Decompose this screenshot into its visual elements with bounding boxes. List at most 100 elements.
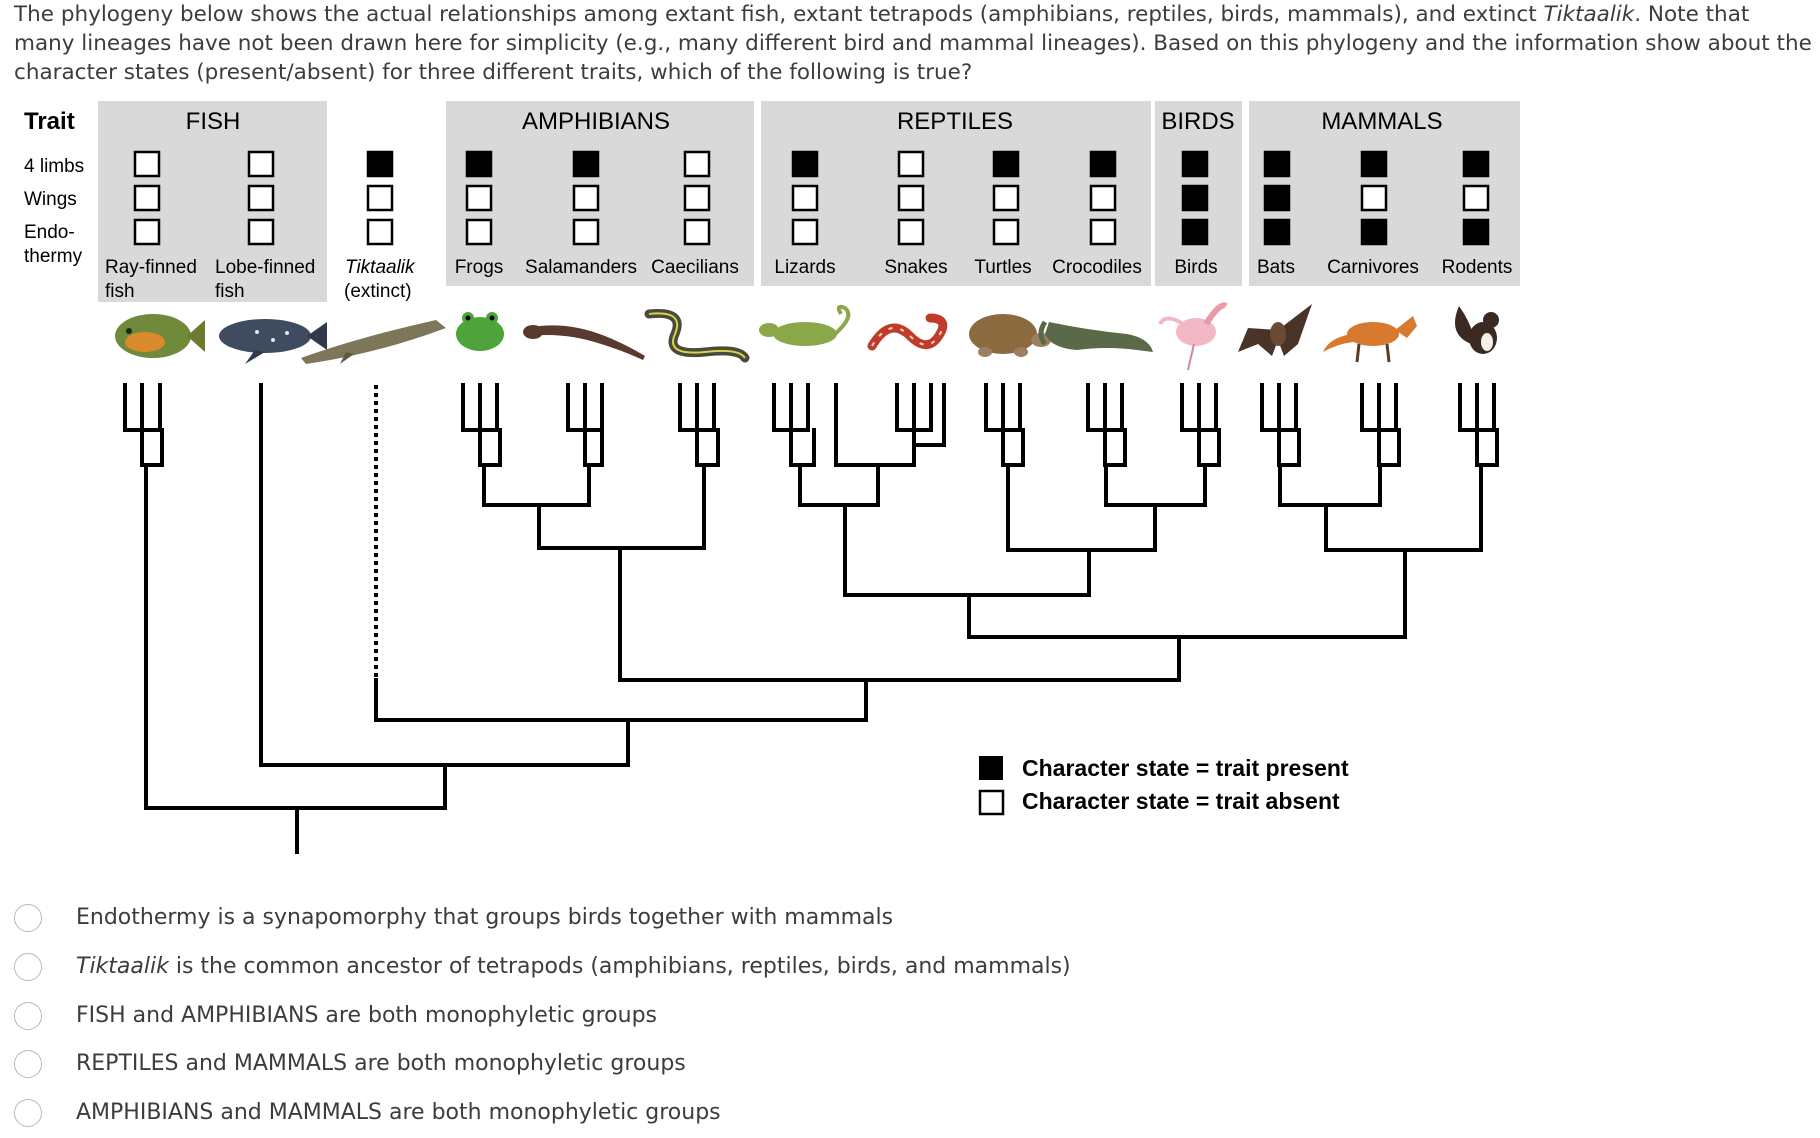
wings-state-absent [791,184,819,212]
wings-state-absent [1462,184,1490,212]
branch-root [144,463,447,810]
answer-option-label: AMPHIBIANS and MAMMALS are both monophyl… [76,1100,721,1125]
squirrel-image [1455,306,1499,354]
wings-state-present [1263,184,1291,212]
radio-button[interactable] [14,1050,42,1078]
trait-label-wings: Wings [24,189,77,210]
legend-absent-label: Character state = trait absent [1022,788,1340,814]
taxon-label-rodents: Rodents [1442,257,1513,278]
taxon-label-carnivores: Carnivores [1327,257,1419,278]
wings-state-absent [247,184,275,212]
endothermy-state-absent [791,218,819,246]
taxon-label-tiktaalik: Tiktaalik [345,257,416,278]
taxon-label-crocodiles: Crocodiles [1052,257,1142,278]
answer-option-3[interactable]: FISH and AMPHIBIANS are both monophyleti… [14,1000,914,1034]
trait-label-endothermy-2: thermy [24,246,83,267]
taxon-label-frogs: Frogs [455,257,504,278]
branch-sarcopterygii [259,383,630,767]
branch-turtles-archosaurs [1006,463,1157,552]
group-header-fish: FISH [186,108,241,135]
four-limbs-state-present [572,150,600,178]
taxon-label-birds: Birds [1174,257,1217,278]
caecilian-image [644,308,750,363]
group-header-amphibians: AMPHIBIANS [522,108,670,135]
panel-reptiles [761,101,1151,286]
four-limbs-state-present [1263,150,1291,178]
answer-option-2[interactable]: Tiktaalik is the common ancestor of tetr… [14,951,1071,985]
four-limbs-state-absent [683,150,711,178]
radio-button[interactable] [14,953,42,981]
phylogeny-figure: FISH AMPHIBIANS REPTILES BIRDS MAMMALS T… [24,101,1520,854]
question-italic: Tiktaalik [1543,2,1635,27]
answer-option-5[interactable]: AMPHIBIANS and MAMMALS are both monophyl… [14,1097,914,1131]
bat-image [1238,304,1312,356]
branch-tetrapods [618,546,1181,682]
taxon-label-caecilians: Caecilians [651,257,739,278]
legend: Character state = trait present Characte… [978,755,1349,816]
fox-image [1323,316,1417,363]
crocodile-image [1038,320,1153,352]
fork-crocodiles [1086,383,1127,467]
radio-button[interactable] [14,904,42,932]
radio-button[interactable] [14,1002,42,1030]
question-part1: The phylogeny below shows the actual rel… [14,2,1544,27]
answer-option-4[interactable]: REPTILES and MAMMALS are both monophylet… [14,1048,914,1082]
four-limbs-state-absent [247,150,275,178]
fork-turtles [984,383,1025,467]
taxon-label-tiktaalik-2: (extinct) [344,281,412,302]
endothermy-state-present [1263,218,1291,246]
wings-state-absent [572,184,600,212]
taxon-label-snakes: Snakes [884,257,947,278]
four-limbs-state-present [992,150,1020,178]
wings-state-absent [683,184,711,212]
wings-state-absent [1089,184,1117,212]
four-limbs-state-present [366,150,394,178]
endothermy-state-absent [572,218,600,246]
branch-tiktaalik-tetrapods [374,678,868,722]
four-limbs-state-present [1181,150,1209,178]
snake-image [867,313,948,351]
salamander-image [523,325,645,360]
branch-squamates-stem [798,463,880,507]
trait-label-limbs: 4 limbs [24,156,84,177]
sunfish-image [115,314,205,358]
answer-option-label: Tiktaalik is the common ancestor of tetr… [76,954,1071,979]
answer-option-label: FISH and AMPHIBIANS are both monophyleti… [76,1003,658,1028]
endothermy-state-absent [897,218,925,246]
tiktaalik-image [301,320,446,364]
radio-button[interactable] [14,1099,42,1127]
answer-option-1[interactable]: Endothermy is a synapomorphy that groups… [14,902,914,936]
branch-bats-carnivores [1278,463,1382,507]
wings-state-absent [133,184,161,212]
fork-snakes [895,383,946,447]
legend-present-swatch [979,756,1003,780]
four-limbs-state-present [465,150,493,178]
frog-image [456,312,504,351]
taxon-label-salamanders: Salamanders [525,257,637,278]
fork-salamanders [566,383,604,467]
fork-bats [1260,383,1301,467]
taxon-label-lobe-finned: Lobe-finned [215,257,315,278]
question-part2: . Note that many lineages have not been … [14,2,1812,85]
endothermy-state-absent [247,218,275,246]
four-limbs-state-absent [133,150,161,178]
answer-option-label: REPTILES and MAMMALS are both monophylet… [76,1051,686,1076]
answer-option-label: Endothermy is a synapomorphy that groups… [76,905,894,930]
character-state-boxes [133,150,1490,246]
trait-label-endothermy: Endo- [24,222,75,243]
four-limbs-state-present [791,150,819,178]
legend-present-label: Character state = trait present [1022,755,1349,781]
wings-state-absent [897,184,925,212]
group-header-birds: BIRDS [1161,108,1234,135]
branch-amniotes [967,548,1407,639]
coelacanth-image [219,319,327,364]
wings-state-absent [992,184,1020,212]
lizard-image [759,304,851,346]
answer-option-rest: is the common ancestor of tetrapods (amp… [168,954,1071,979]
taxon-label-ray-finned-2: fish [105,281,135,302]
fork-rodents [1458,383,1499,467]
taxon-label-ray-finned: Ray-finned [105,257,197,278]
legend-absent-swatch [978,789,1005,816]
phylogenetic-tree [123,383,1499,854]
fork-birds [1180,383,1221,467]
